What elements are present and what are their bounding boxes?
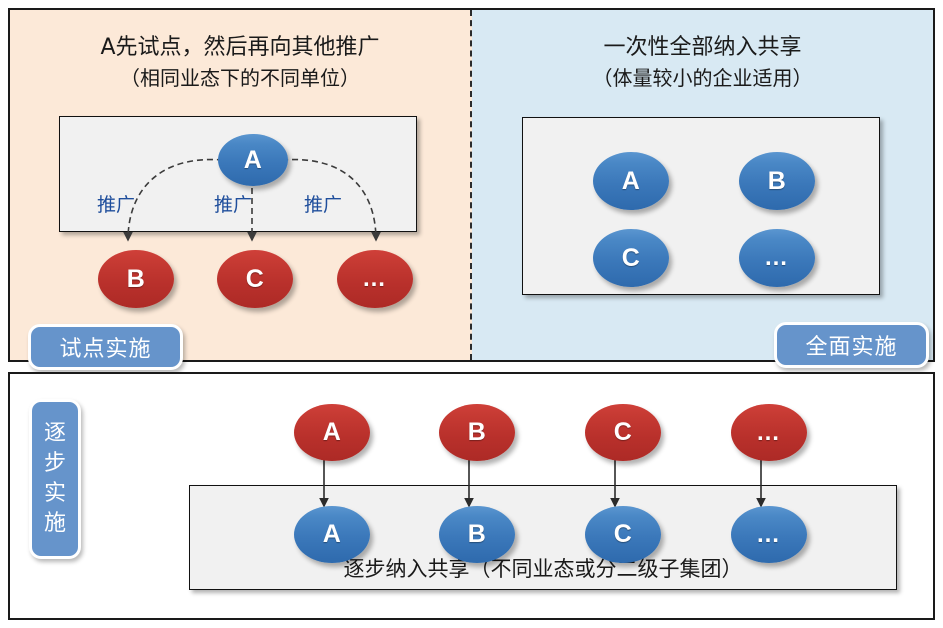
node-step-source-more[interactable]: … xyxy=(731,404,807,461)
edge-label-promo-2: 推广 xyxy=(214,194,253,216)
node-label: C xyxy=(621,243,641,272)
badge-char-1: 逐 xyxy=(43,421,66,446)
node-label: B xyxy=(467,418,487,446)
node-pilot-target-b[interactable]: B xyxy=(98,250,174,308)
edge-label-promo-3: 推广 xyxy=(304,194,343,216)
node-full-more[interactable]: … xyxy=(739,229,815,287)
node-label: A xyxy=(322,520,342,548)
panel-pilot-rollout: A先试点，然后再向其他推广 （相同业态下的不同单位） xyxy=(10,10,472,370)
panel-left-title-line2: （相同业态下的不同单位） xyxy=(120,66,360,90)
badge-label: 全面实施 xyxy=(805,335,898,360)
node-label: B xyxy=(767,166,787,195)
node-label: C xyxy=(245,264,265,293)
node-step-source-c[interactable]: C xyxy=(585,404,661,461)
node-full-c[interactable]: C xyxy=(593,229,669,287)
node-label: A xyxy=(322,418,342,446)
node-full-b[interactable]: B xyxy=(739,152,815,210)
top-section-frame: A先试点，然后再向其他推广 （相同业态下的不同单位） xyxy=(8,8,935,370)
edge-label-promo-1: 推广 xyxy=(97,194,136,216)
full-rollout-inner-box xyxy=(522,117,880,295)
node-pilot-target-c[interactable]: C xyxy=(217,250,293,308)
panel-left-title: A先试点，然后再向其他推广 （相同业态下的不同单位） xyxy=(10,32,470,94)
badge-full-implementation[interactable]: 全面实施 xyxy=(774,322,929,368)
badge-char-4: 施 xyxy=(43,511,66,536)
node-full-a[interactable]: A xyxy=(593,152,669,210)
panel-right-title-line1: 一次性全部纳入共享 xyxy=(603,35,802,60)
node-label: … xyxy=(362,265,388,292)
node-label: … xyxy=(756,520,782,548)
node-label: A xyxy=(243,145,263,174)
badge-label: 试点实施 xyxy=(59,337,152,362)
node-label: C xyxy=(613,418,633,446)
panel-right-title-line2: （体量较小的企业适用） xyxy=(592,66,813,90)
stepwise-caption: 逐步纳入共享（不同业态或分二级子集团） xyxy=(343,557,743,581)
node-step-source-b[interactable]: B xyxy=(439,404,515,461)
node-label: C xyxy=(613,520,633,548)
badge-pilot-implementation[interactable]: 试点实施 xyxy=(28,324,183,370)
node-label: B xyxy=(467,520,487,548)
badge-stepwise-implementation[interactable]: 逐 步 实 施 xyxy=(29,399,81,559)
node-label: … xyxy=(756,418,782,446)
node-step-target-more[interactable]: … xyxy=(731,506,807,563)
panel-left-title-line1: A先试点，然后再向其他推广 xyxy=(100,35,380,60)
node-step-target-a[interactable]: A xyxy=(294,506,370,563)
bottom-section-frame: 逐 步 实 施 逐步纳入共享（不同业态或分二级子集团） A B xyxy=(8,372,935,620)
node-label: B xyxy=(126,264,146,293)
node-label: A xyxy=(621,166,641,195)
node-step-target-b[interactable]: B xyxy=(439,506,515,563)
node-pilot-target-more[interactable]: … xyxy=(337,250,413,308)
node-label: … xyxy=(764,244,790,271)
node-pilot-a[interactable]: A xyxy=(218,134,288,186)
badge-char-2: 步 xyxy=(43,451,66,476)
panel-right-title: 一次性全部纳入共享 （体量较小的企业适用） xyxy=(472,32,933,94)
panel-full-rollout: 一次性全部纳入共享 （体量较小的企业适用） A B C … 全面实施 xyxy=(472,10,933,368)
node-step-target-c[interactable]: C xyxy=(585,506,661,563)
node-step-source-a[interactable]: A xyxy=(294,404,370,461)
badge-char-3: 实 xyxy=(43,481,66,506)
